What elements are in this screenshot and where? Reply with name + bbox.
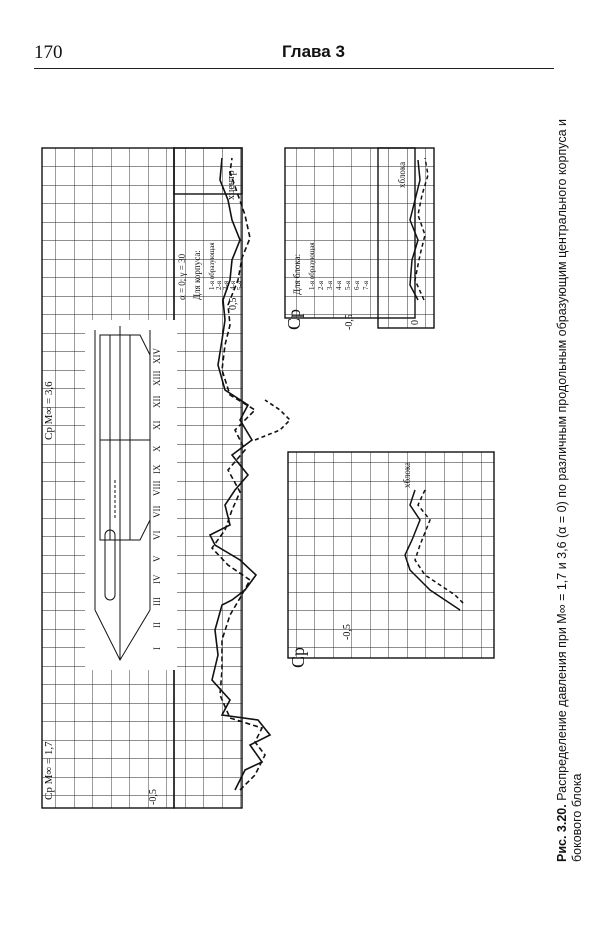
legend-body-item: 3-я: [222, 280, 230, 290]
figure-caption: Рис. 3.20. Распределение давления при M∞…: [555, 92, 585, 862]
section-numeral: XIII: [152, 371, 162, 387]
legend-block-title: Для блока:: [292, 254, 302, 295]
tick-left: -0,5: [148, 789, 159, 805]
section-numeral: XII: [152, 396, 162, 409]
legend-block-item: 1-я образующая: [308, 242, 316, 290]
section-numeral: VIII: [152, 481, 162, 497]
header-rule: [34, 68, 554, 69]
chapter-title: Глава 3: [282, 42, 345, 61]
cp-curves-main: [208, 157, 292, 791]
xlabel-block-upper: xблока: [397, 162, 407, 188]
legend-block-item: 7-я: [362, 280, 370, 290]
cp-curves-block-lower: [404, 489, 466, 611]
legend-block-item: 6-я: [353, 280, 361, 290]
section-numeral: I: [152, 647, 162, 650]
panel-left-label: Cp M∞ = 1,7: [43, 741, 55, 800]
page-header: 170 Глава 3: [34, 36, 554, 70]
tick-block-upper-zero: 0: [410, 320, 421, 325]
section-numeral: XI: [152, 421, 162, 431]
cp-curves-block-upper: [409, 157, 429, 301]
section-numeral: V: [152, 555, 162, 562]
legend-body-item: 1-я образующая: [208, 242, 216, 290]
legend-block-item: 3-я: [326, 280, 334, 290]
legend-block-item: 2-я: [317, 280, 325, 290]
legend-body-item: 5-я: [236, 280, 244, 290]
axis-symbol-block-upper: Cp: [284, 309, 304, 330]
tick-block-upper: -0,5: [344, 314, 355, 330]
section-numeral: IV: [152, 574, 162, 584]
legend-body-item: 2-я: [215, 280, 223, 290]
section-numeral: II: [152, 622, 162, 628]
section-numeral: IX: [152, 464, 162, 474]
caption-text: Распределение давления при M∞ = 1,7 и 3,…: [555, 119, 584, 862]
tick-mid: 0,5: [228, 298, 239, 311]
axis-symbol-block-lower: Cp: [288, 647, 308, 668]
caption-label: Рис. 3.20.: [555, 804, 569, 862]
legend-block-item: 4-я: [335, 280, 343, 290]
page-number: 170: [34, 42, 63, 63]
legend-body-item: 4-я: [229, 280, 237, 290]
block-grid-panel: [284, 147, 435, 329]
block-lower-grid-panel: [287, 451, 495, 659]
section-numeral: VII: [152, 506, 162, 519]
panel-mid-label: Cp M∞ = 3,6: [43, 381, 55, 440]
section-numeral: III: [152, 597, 162, 606]
section-numeral: XIV: [152, 348, 162, 364]
legend-body-subtitle: Для корпуса:: [192, 250, 202, 300]
legend-block-item: 5-я: [344, 280, 352, 290]
section-numeral: VI: [152, 531, 162, 541]
body-schematic: [94, 326, 151, 662]
legend-body-title: α = 0; γ = 30: [177, 253, 187, 300]
section-numeral: X: [152, 445, 162, 452]
xlabel-block-lower: xблока: [402, 462, 412, 488]
xlabel-main: xцентр: [226, 170, 237, 200]
tick-block-lower: -0,5: [342, 624, 353, 640]
